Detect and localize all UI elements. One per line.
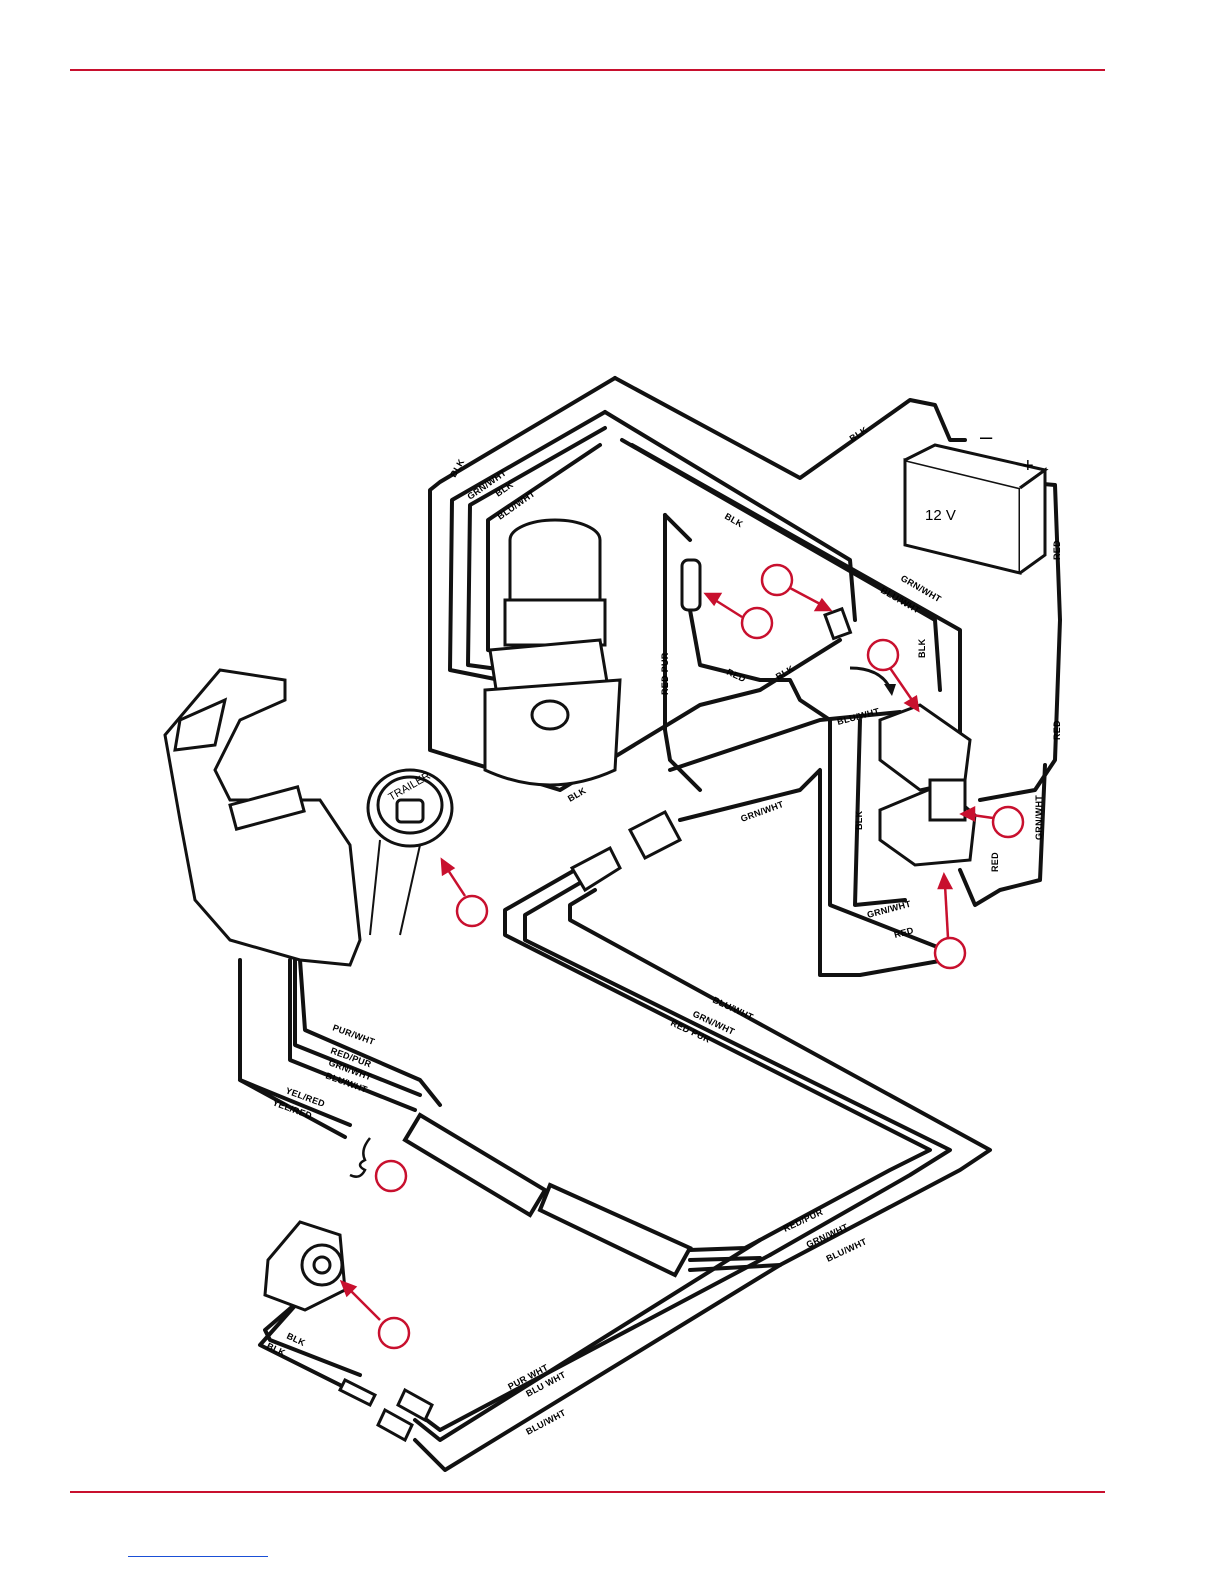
bracket <box>350 1138 370 1177</box>
label-blk-solenoid-left: BLK <box>854 810 864 830</box>
label-blk-mid: BLK <box>723 511 745 529</box>
callout-1 <box>762 565 792 595</box>
pump-motor <box>485 520 620 785</box>
trim-sender <box>265 1222 345 1310</box>
callout-6 <box>457 896 487 926</box>
label-lower-blu-wht: BLU/WHT <box>825 1236 869 1264</box>
callout-5 <box>935 938 965 968</box>
label-blk-solenoid-top: BLK <box>917 638 927 658</box>
callout-arrows <box>342 588 993 1320</box>
callouts <box>376 565 1023 1348</box>
label-red-horizontal: RED <box>725 667 747 685</box>
bend-arrowhead <box>884 684 896 696</box>
label-red-battery2: RED <box>1052 720 1062 740</box>
callout-4 <box>993 807 1023 837</box>
callout-7 <box>376 1161 406 1191</box>
remote-control <box>165 670 360 965</box>
label-blk-top: BLK <box>848 425 870 444</box>
callout-3 <box>868 640 898 670</box>
label-switch-blu-wht2: BLU/WHT <box>524 1407 567 1436</box>
battery: 12 V – + <box>905 424 1045 573</box>
battery-negative: – <box>980 424 993 449</box>
callout-2 <box>742 608 772 638</box>
battery-voltage: 12 V <box>925 507 956 524</box>
label-red-battery: RED <box>1052 540 1062 560</box>
label-grn-wht-solenoid-right: GRN/WHT <box>1034 795 1044 840</box>
harness-sleeves <box>405 1115 690 1275</box>
label-red-solenoid: RED <box>990 852 1000 872</box>
label-red-pur-vertical: RED PUR <box>660 652 670 695</box>
label-blk-bottom-pump: BLK <box>566 785 588 803</box>
callout-8 <box>379 1318 409 1348</box>
trailer-switch: TRAILER <box>368 770 452 935</box>
battery-positive: + <box>1022 455 1034 477</box>
